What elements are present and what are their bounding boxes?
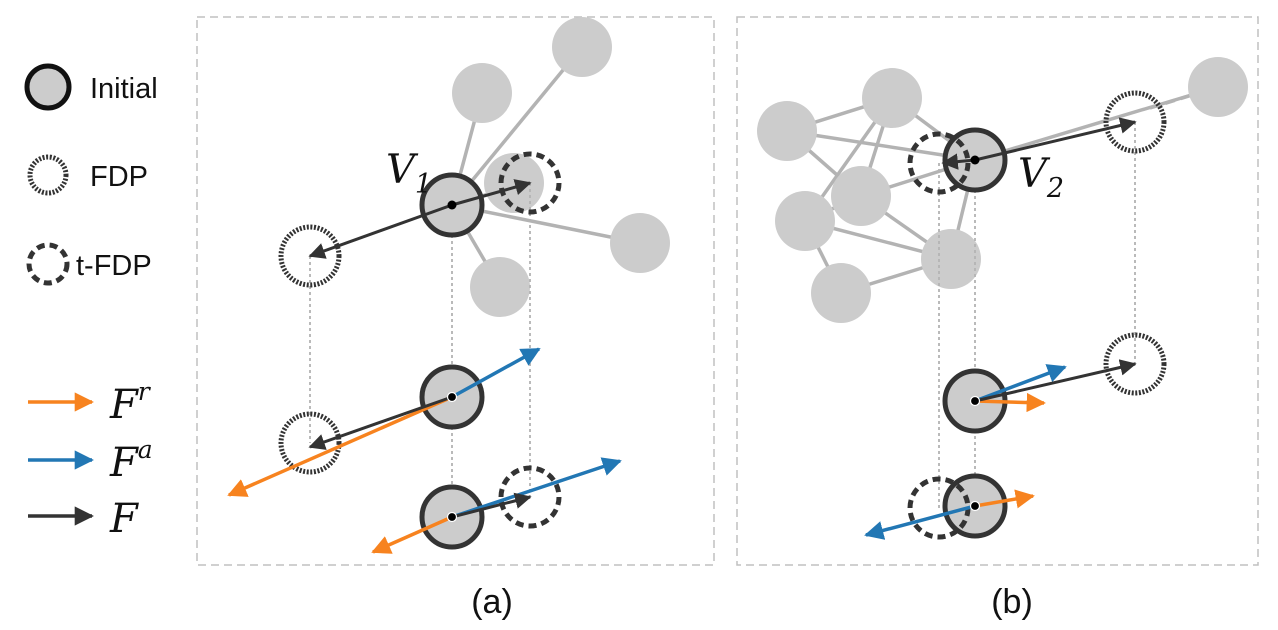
legend-tfdp: t-FDP xyxy=(26,242,152,286)
panel-a-neighbour-nodes xyxy=(452,17,670,317)
panel-b-caption: (b) xyxy=(991,583,1033,621)
fdp-total-force-arrow-b xyxy=(974,359,1137,403)
graph-node xyxy=(921,229,981,289)
fdp-result-position-b xyxy=(1103,332,1167,396)
v2-label: V2 xyxy=(1018,151,1064,204)
v2-fdp-displacement-arrow xyxy=(974,117,1137,162)
fdp-force-center-dot-b xyxy=(969,395,981,407)
tfdp-repulsive-force-arrow-b xyxy=(974,489,1035,509)
legend-fdp: FDP xyxy=(27,154,148,196)
panel-b-border xyxy=(736,16,1259,566)
tfdp-attractive-force-arrow-b xyxy=(864,504,976,540)
panel-a-guides xyxy=(309,183,531,517)
fdp-repulsive-force-arrow-b xyxy=(974,392,1046,413)
tfdp-force-center-dot-b xyxy=(969,500,981,512)
fdp-attractive-force-arrow-b xyxy=(974,364,1067,403)
v2-fdp-position xyxy=(1103,90,1167,154)
v2-tfdp-position xyxy=(907,131,971,195)
graph-node xyxy=(757,101,817,161)
graph-node xyxy=(470,257,530,317)
panel-b: V2 (b) xyxy=(736,16,1259,621)
v1-tfdp-position xyxy=(498,151,562,215)
tfdp-node-icon xyxy=(26,242,70,286)
graph-node xyxy=(1188,57,1248,117)
legend-total-label: F xyxy=(109,496,139,542)
legend-repulsive-force: Fr xyxy=(28,377,152,428)
legend-total-force: F xyxy=(28,496,139,542)
legend-repulsive-label: Fr xyxy=(109,377,152,428)
v1-tfdp-displacement-arrow xyxy=(451,179,532,207)
fdp-force-center-dot xyxy=(446,391,458,403)
fdp-attractive-force-arrow xyxy=(451,347,541,399)
legend: Initial FDP t-FDP Fr Fa F xyxy=(24,63,158,542)
graph-node xyxy=(811,263,871,323)
tfdp-result-position xyxy=(498,465,562,529)
v1-fdp-position xyxy=(278,224,342,288)
graph-node xyxy=(831,166,891,226)
fdp-repulsive-force-arrow xyxy=(227,395,453,497)
tfdp-attractive-force-arrow xyxy=(451,457,622,519)
panel-a: V1 (a) xyxy=(196,16,715,621)
legend-initial-label: Initial xyxy=(90,73,158,105)
graph-node xyxy=(484,153,544,213)
panel-b-neighbour-nodes xyxy=(757,57,1248,323)
v1-label: V1 xyxy=(386,147,432,200)
graph-node xyxy=(552,17,612,77)
legend-attractive-force: Fa xyxy=(28,435,153,486)
graph-node xyxy=(610,213,670,273)
panel-a-caption: (a) xyxy=(471,583,513,621)
tfdp-force-center-dot xyxy=(446,511,458,523)
tfdp-total-force-arrow xyxy=(451,492,532,519)
legend-attractive-label: Fa xyxy=(109,435,153,486)
panel-b-guides xyxy=(938,122,1136,510)
v1-center-dot xyxy=(447,200,457,210)
panel-b-long-edge-dashed xyxy=(1149,85,1219,110)
v2-tfdp-displacement-arrow xyxy=(941,153,976,170)
legend-initial: Initial xyxy=(24,63,158,111)
fdp-node-icon xyxy=(27,154,69,196)
legend-fdp-label: FDP xyxy=(90,161,148,193)
graph-node xyxy=(452,63,512,123)
v2-center-dot xyxy=(970,155,980,165)
legend-tfdp-label: t-FDP xyxy=(76,250,152,282)
v1-fdp-displacement-arrow xyxy=(308,203,453,259)
fdp-total-force-arrow xyxy=(308,395,453,450)
tfdp-repulsive-force-arrow xyxy=(371,515,453,554)
graph-node xyxy=(862,68,922,128)
graph-node xyxy=(775,191,835,251)
fdp-result-position xyxy=(278,411,342,475)
initial-node-icon xyxy=(24,63,72,111)
